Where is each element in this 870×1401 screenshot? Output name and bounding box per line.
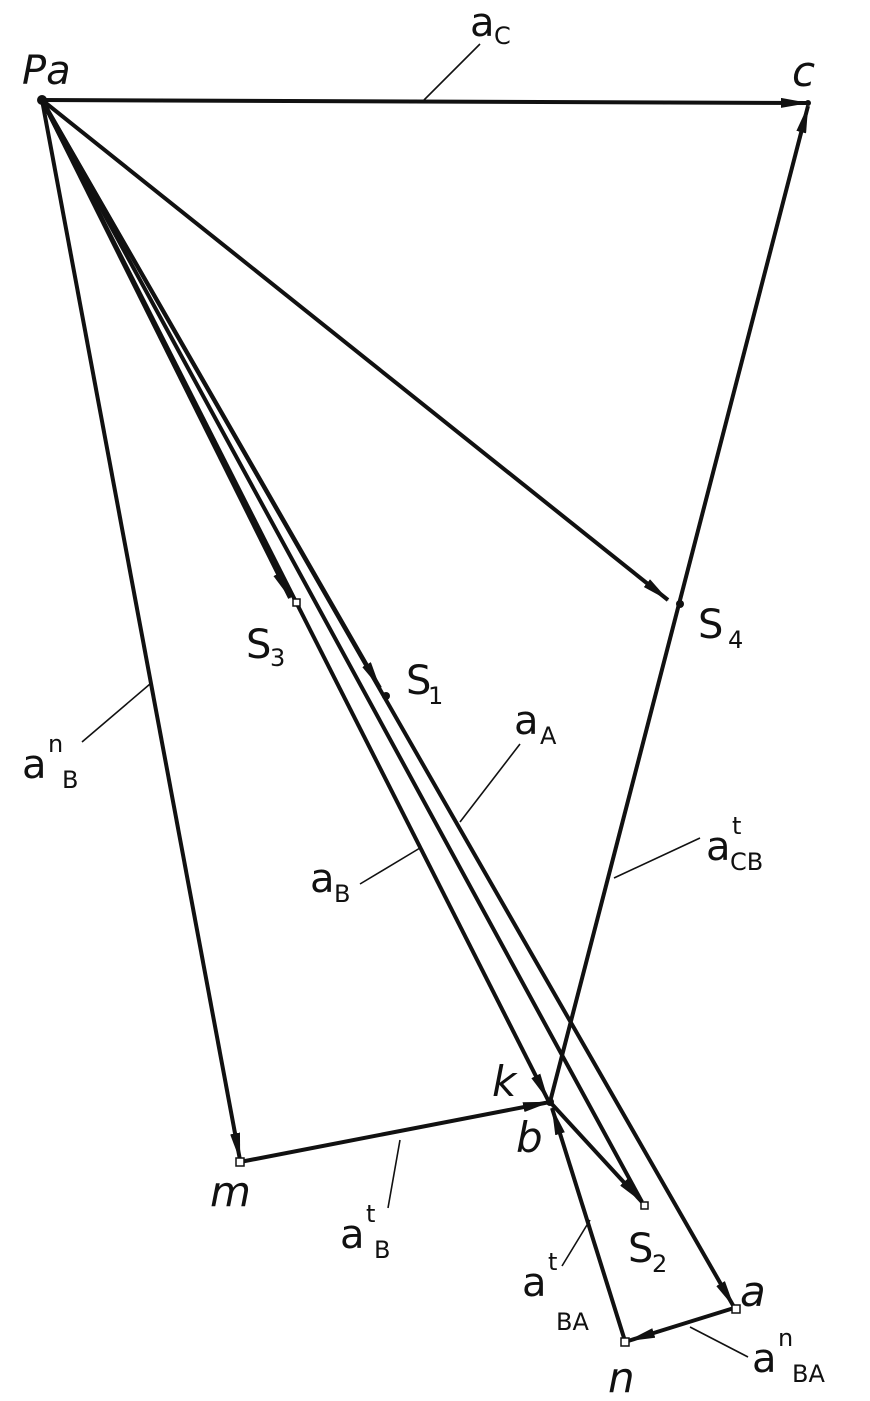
label-b: b <box>516 1113 543 1162</box>
svg-text:t: t <box>548 1248 557 1276</box>
leader-aa <box>459 743 521 823</box>
vector-a-n <box>627 1306 735 1343</box>
vector-label-atb: a t B <box>340 1200 390 1264</box>
svg-text:t: t <box>366 1200 375 1228</box>
svg-text:a: a <box>470 0 495 46</box>
leader-atb <box>387 1139 401 1209</box>
leader-atcb <box>613 837 701 879</box>
leader-ac <box>423 43 481 101</box>
label-s4: S <box>698 602 723 648</box>
vector-pa-s3 <box>40 99 292 599</box>
leader-anba <box>689 1326 749 1358</box>
label-s4-sub: 4 <box>728 626 743 654</box>
point-s1 <box>382 692 390 700</box>
label-m: m <box>210 1167 251 1216</box>
vector-label-ac: a C <box>470 0 511 50</box>
svg-text:BA: BA <box>556 1308 589 1336</box>
vector-label-anb: a n B <box>22 730 78 794</box>
point-a <box>731 1304 741 1314</box>
svg-text:BA: BA <box>792 1360 825 1388</box>
vector-n-b <box>550 1107 627 1342</box>
svg-text:n: n <box>48 730 63 758</box>
label-pa: Pa <box>22 48 71 94</box>
vector-label-aa: a A <box>514 698 557 750</box>
vector-label-anba: a n BA <box>752 1324 825 1388</box>
svg-text:a: a <box>752 1336 777 1382</box>
label-s2-sub: 2 <box>652 1250 667 1278</box>
leader-anb <box>81 683 151 743</box>
leader-atba <box>561 1219 591 1267</box>
point-b <box>546 1098 554 1106</box>
vector-pa-s1 <box>40 99 382 689</box>
leader-ab <box>359 847 421 885</box>
svg-text:a: a <box>706 824 731 870</box>
label-k: k <box>492 1057 518 1106</box>
svg-text:B: B <box>334 880 350 908</box>
vector-m-b <box>239 1100 551 1164</box>
label-s1: S <box>406 658 431 704</box>
vector-pa-m <box>40 99 242 1161</box>
vector-label-ab: a B <box>310 856 350 908</box>
svg-text:a: a <box>340 1212 365 1258</box>
svg-text:B: B <box>374 1236 390 1264</box>
svg-text:C: C <box>494 22 511 50</box>
label-s3-sub: 3 <box>270 644 285 672</box>
label-c: c <box>792 47 815 96</box>
svg-text:a: a <box>22 742 47 788</box>
point-c <box>805 100 811 106</box>
vector-pa-s4 <box>40 98 670 602</box>
svg-text:n: n <box>778 1324 793 1352</box>
svg-text:a: a <box>310 856 335 902</box>
point-m <box>235 1157 245 1167</box>
svg-text:t: t <box>732 812 741 840</box>
svg-text:CB: CB <box>730 848 763 876</box>
svg-text:a: a <box>522 1260 547 1306</box>
vector-label-atba: a t BA <box>522 1248 589 1336</box>
svg-text:A: A <box>540 722 557 750</box>
point-pa <box>37 95 47 105</box>
vector-label-atcb: a t CB <box>706 812 763 876</box>
vector-pa-s2 <box>40 99 644 1203</box>
point-n <box>620 1337 630 1347</box>
svg-text:B: B <box>62 766 78 794</box>
label-n: n <box>608 1353 635 1401</box>
label-a: a <box>740 1267 766 1316</box>
point-s4 <box>676 600 684 608</box>
point-s2 <box>640 1201 649 1210</box>
label-s1-sub: 1 <box>428 682 443 710</box>
point-s3 <box>292 598 301 607</box>
vector-pa-c <box>41 97 809 108</box>
svg-text:a: a <box>514 698 539 744</box>
label-s2: S <box>628 1226 653 1272</box>
vector-b-s2 <box>548 1100 644 1204</box>
label-s3: S <box>246 622 271 668</box>
